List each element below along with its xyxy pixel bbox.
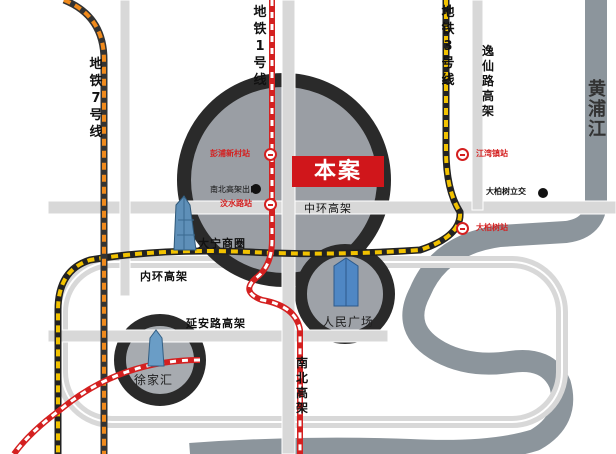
metro-line-1-label: 地铁1号线 [253, 5, 267, 88]
daning-tower-icon [173, 195, 197, 251]
nanbei-road [281, 0, 296, 454]
pengpu-station-label: 彭浦新村站 [210, 149, 250, 158]
dabaishu-interchange-label: 大柏树立交 [486, 187, 526, 196]
metro-line-7-label: 地铁7号线 [89, 57, 103, 140]
nanbei-exit-marker-icon [251, 184, 261, 194]
xujiahui-tower-icon [147, 329, 165, 367]
wenshui-station-label: 汶水路站 [220, 199, 252, 208]
metro-station-icon [264, 148, 277, 161]
project-banner: 本案 [292, 156, 384, 187]
yixian-road-label: 逸仙路高架 [481, 44, 494, 118]
yixian-road [471, 0, 484, 211]
peoples-square-label: 人民广场 [322, 315, 375, 329]
river [189, 0, 607, 454]
river-label: 黄浦江 [588, 79, 606, 140]
peoples-square-tower-icon [333, 257, 359, 307]
metro-line-3-label: 地铁3号线 [441, 5, 455, 88]
metro-station-icon [456, 148, 469, 161]
metro-station-icon [456, 222, 469, 235]
nanbei-exit-label: 南北高架出口 [210, 185, 258, 194]
metro-station-icon [264, 198, 277, 211]
jiangwan-station-label: 江湾镇站 [476, 149, 508, 158]
dabaishu-marker-icon [538, 188, 548, 198]
inner-ring-label: 内环高架 [140, 270, 188, 283]
west-road [119, 0, 131, 297]
middle-ring-label: 中环高架 [304, 202, 352, 215]
nanbei-road-label: 南北高架 [295, 356, 308, 415]
yanan-road-label: 延安路高架 [186, 317, 246, 330]
yanan-road [47, 329, 389, 343]
daning-label: 大宁商圈 [198, 237, 246, 250]
dabaishu-station-label: 大柏树站 [476, 223, 508, 232]
metro-line-1 [246, 0, 303, 454]
xujiahui-label: 徐家汇 [134, 373, 174, 387]
